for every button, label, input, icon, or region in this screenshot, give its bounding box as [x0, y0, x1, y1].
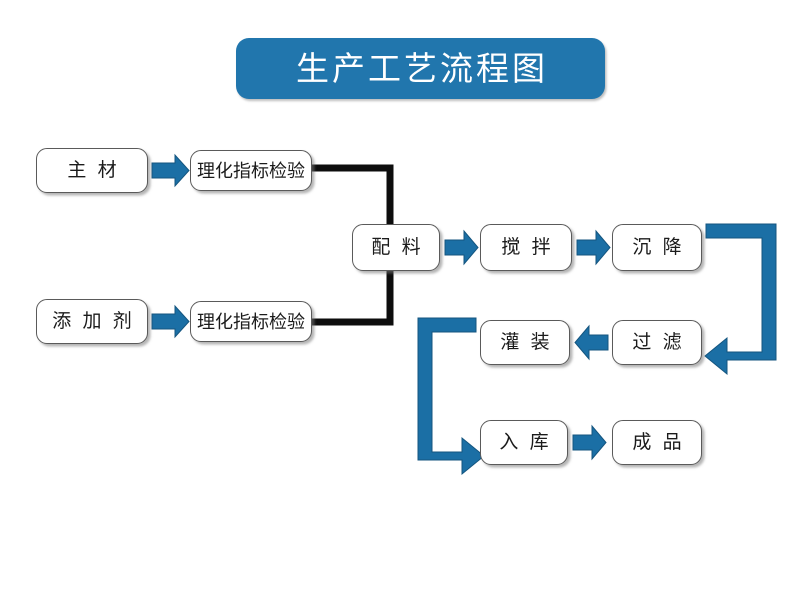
node-inspection-bottom[interactable]: 理化指标检验 — [190, 301, 312, 342]
node-label: 理化指标检验 — [197, 311, 305, 332]
node-finished-product[interactable]: 成 品 — [612, 420, 702, 465]
arrow-batching-to-stirring — [444, 229, 479, 266]
node-additive[interactable]: 添 加 剂 — [36, 299, 148, 344]
arrow-settling-to-filtering-elbow — [704, 223, 777, 376]
node-filtering[interactable]: 过 滤 — [612, 320, 702, 365]
connector-inspection-bottom-to-batching — [310, 270, 394, 326]
arrow-additive-to-inspection — [151, 304, 190, 339]
node-stirring[interactable]: 搅 拌 — [480, 224, 572, 271]
arrow-warehousing-to-finished-product — [572, 424, 607, 461]
arrow-filtering-to-filling — [574, 324, 609, 361]
node-label: 主 材 — [67, 160, 120, 181]
node-batching[interactable]: 配 料 — [352, 224, 440, 271]
node-label: 添 加 剂 — [52, 311, 135, 332]
page-title-bar: 生产工艺流程图 — [236, 38, 605, 99]
node-main-material[interactable]: 主 材 — [36, 148, 148, 193]
node-label: 灌 装 — [500, 332, 553, 353]
arrow-main-material-to-inspection — [151, 153, 190, 188]
node-settling[interactable]: 沉 降 — [612, 224, 702, 271]
node-filling[interactable]: 灌 装 — [480, 320, 570, 365]
node-warehousing[interactable]: 入 库 — [480, 420, 568, 465]
node-label: 沉 降 — [632, 237, 685, 258]
arrow-filling-to-warehousing-elbow — [417, 317, 485, 476]
node-label: 搅 拌 — [501, 237, 554, 258]
node-label: 过 滤 — [632, 332, 685, 353]
page-title: 生产工艺流程图 — [296, 50, 548, 87]
node-label: 配 料 — [371, 237, 424, 258]
connector-inspection-top-to-batching — [310, 164, 394, 226]
node-label: 成 品 — [632, 432, 685, 453]
node-label: 入 库 — [499, 432, 552, 453]
arrow-stirring-to-settling — [576, 229, 611, 266]
node-label: 理化指标检验 — [197, 160, 305, 181]
node-inspection-top[interactable]: 理化指标检验 — [190, 150, 312, 191]
